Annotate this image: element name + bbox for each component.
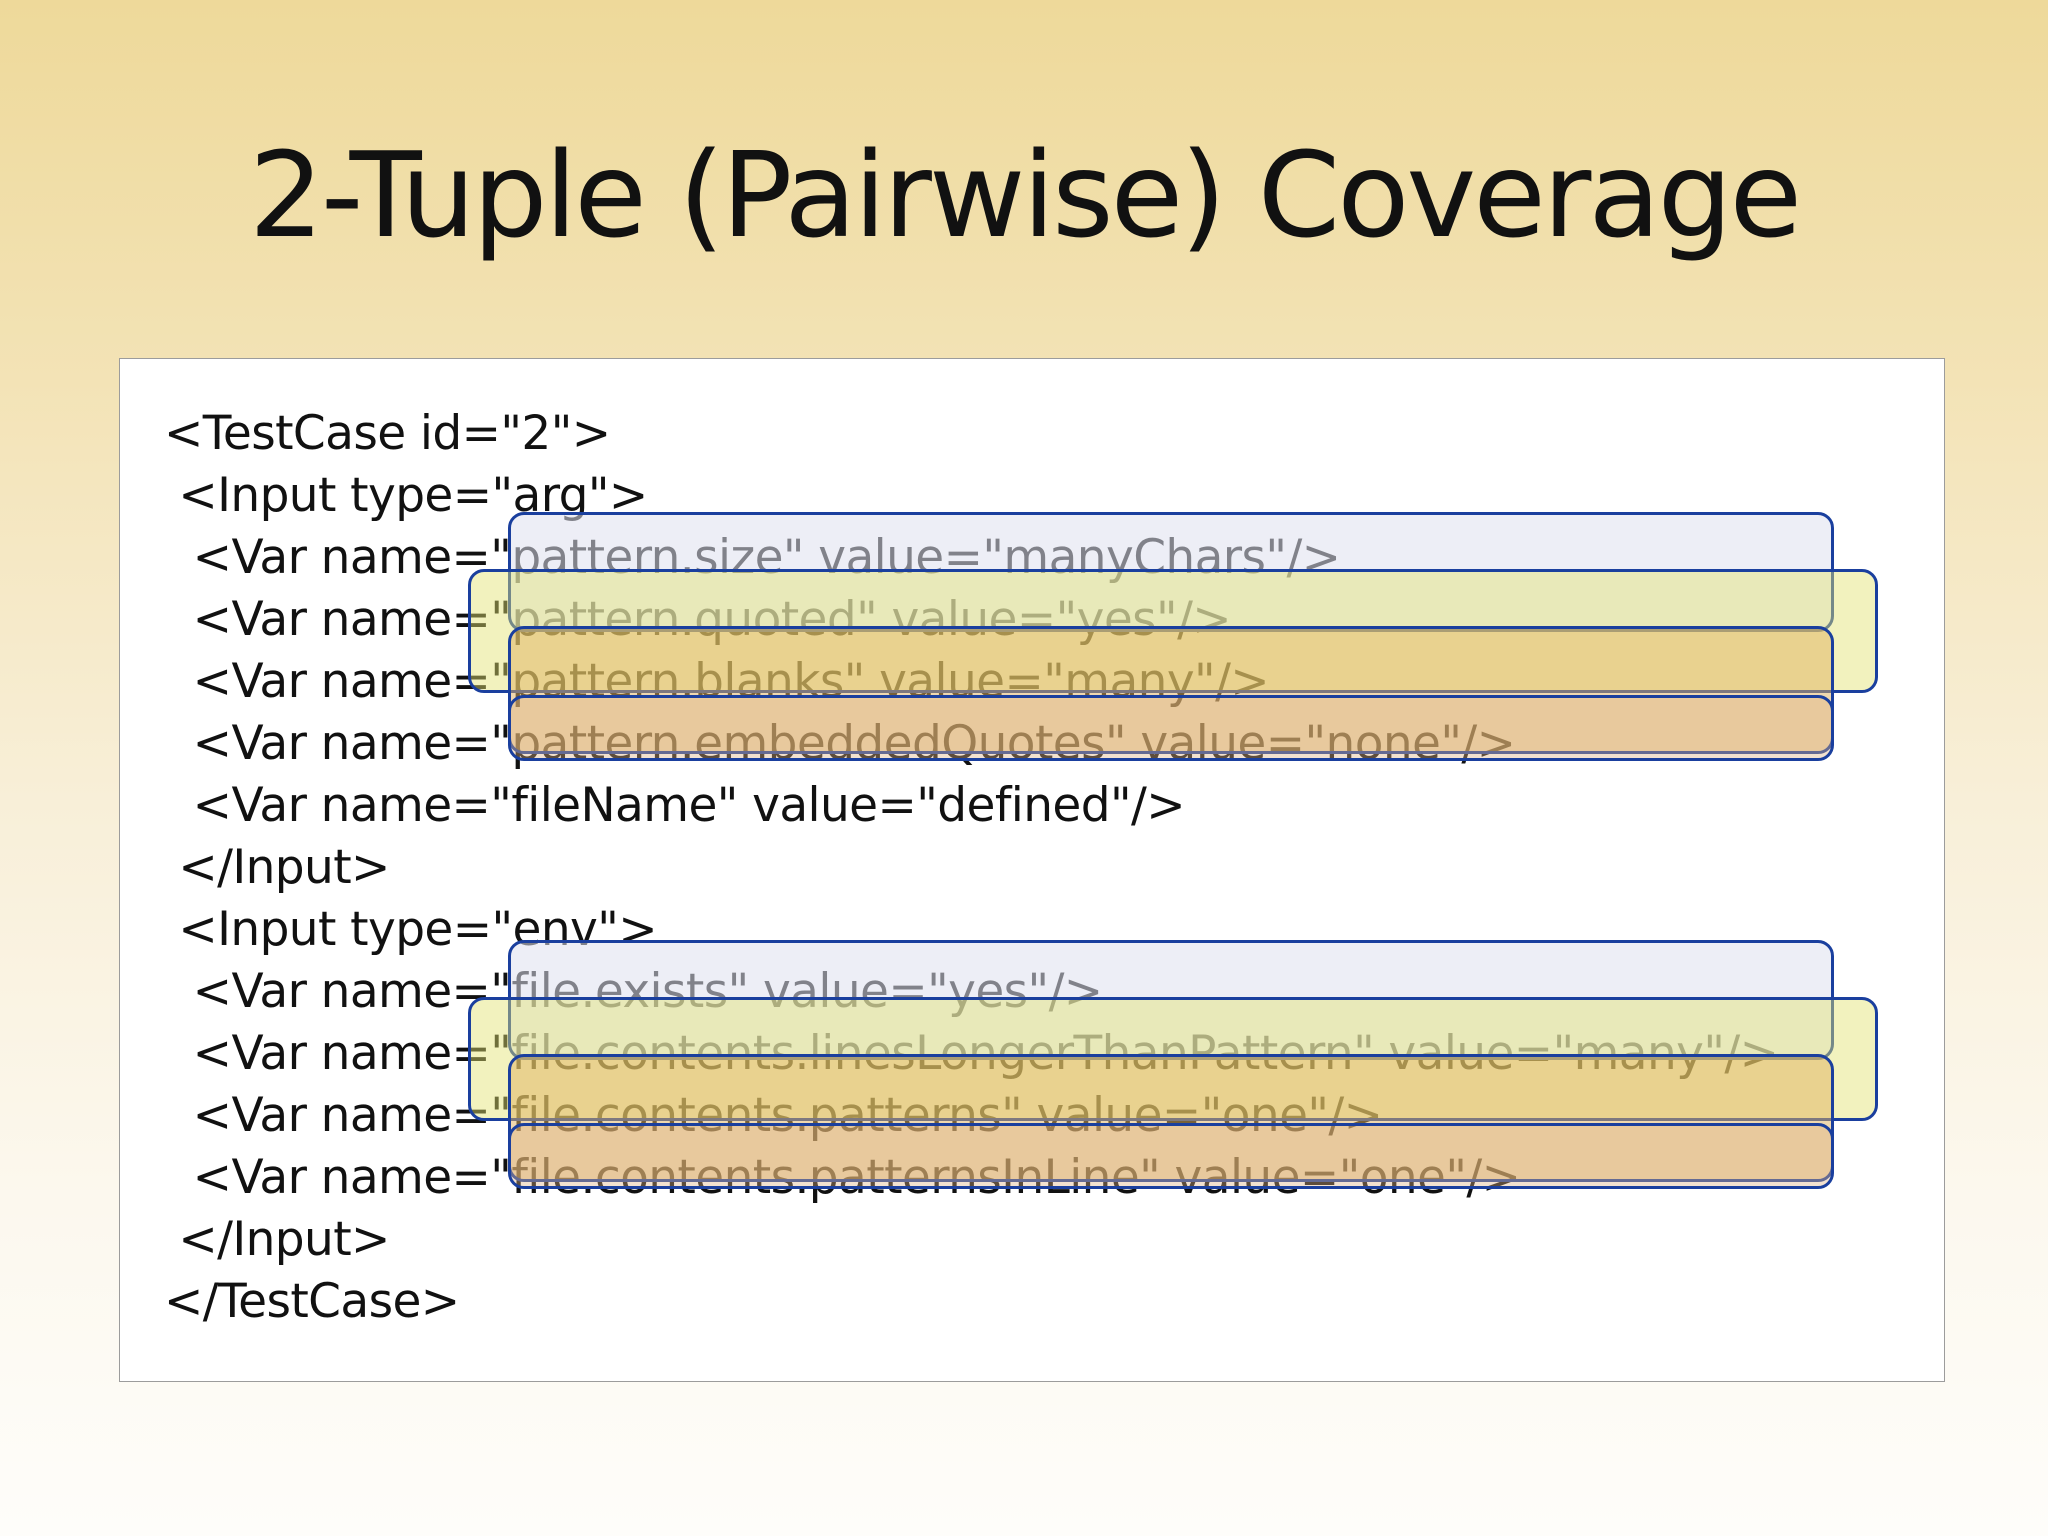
pair-highlight-patterns-patterns-in-line — [508, 1054, 1834, 1182]
code-line-var-filename: <Var name="fileName" value="defined"/> — [164, 778, 1186, 833]
pair-highlight-size-quoted — [508, 512, 1834, 632]
code-line-testcase-close: </TestCase> — [164, 1274, 460, 1329]
pair-highlight-exists-lines-longer — [508, 940, 1834, 1060]
code-line-input-arg-close: </Input> — [164, 840, 390, 895]
code-line-input-arg-open: <Input type="arg"> — [164, 468, 648, 523]
pair-highlight-embedded-quotes-tail — [508, 695, 1834, 761]
pair-highlight-patterns-in-line-tail — [508, 1123, 1834, 1189]
pair-highlight-blanks-embedded-quotes — [508, 626, 1834, 754]
code-line-input-env-close: </Input> — [164, 1212, 390, 1267]
xml-code-panel: <TestCase id="2"> <Input type="arg"> <Va… — [119, 358, 1945, 1382]
slide-title: 2-Tuple (Pairwise) Coverage — [248, 126, 1802, 264]
code-line-testcase-open: <TestCase id="2"> — [164, 406, 611, 461]
